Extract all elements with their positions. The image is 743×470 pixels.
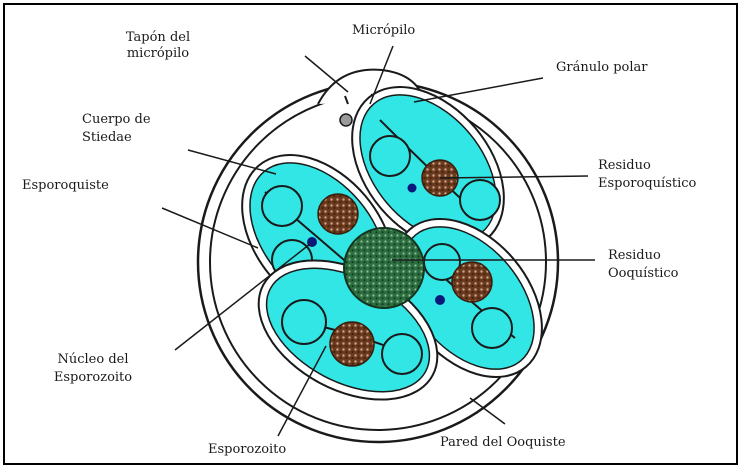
polar-granule xyxy=(340,114,352,126)
label-residuo-ooquistico-line2: Ooquístico xyxy=(608,266,679,282)
label-residuo-esporoquistico-line1: Residuo xyxy=(598,158,651,174)
label-esporoquiste: Esporoquiste xyxy=(22,178,109,194)
label-pared-del-ooquiste: Pared del Ooquiste xyxy=(440,435,566,451)
label-cuerpo-stiedae-line2: Stiedae xyxy=(82,130,132,146)
label-residuo-ooquistico-line1: Residuo xyxy=(608,248,661,264)
label-nucleo-line2: Esporozoito xyxy=(38,370,148,386)
label-residuo-esporoquistico-line2: Esporoquístico xyxy=(598,176,696,192)
label-tapon-line2: micrópilo xyxy=(108,46,208,62)
label-cuerpo-stiedae-line1: Cuerpo de xyxy=(82,112,151,128)
label-tapon-line1: Tapón del xyxy=(108,30,208,46)
label-esporozoito: Esporozoito xyxy=(208,442,286,458)
label-nucleo-line1: Núcleo del xyxy=(38,352,148,368)
label-granulo-polar: Gránulo polar xyxy=(556,60,647,76)
oocyst-residuum xyxy=(344,228,424,308)
label-micropilo: Micrópilo xyxy=(352,23,415,39)
